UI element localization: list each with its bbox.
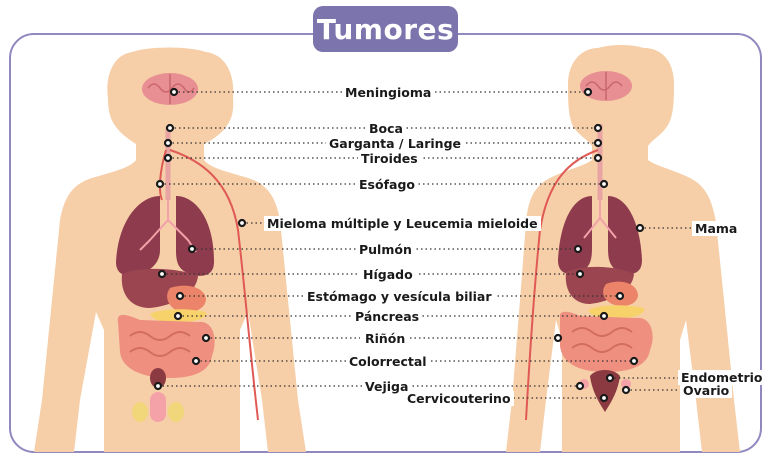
marker-endometrio (607, 375, 613, 381)
male-intestines (118, 315, 215, 378)
marker-garganta-f (595, 140, 601, 146)
label-cervicouterino: Cervicouterino (404, 391, 514, 406)
marker-colorrectal-f (631, 358, 637, 364)
marker-pulmon-m (189, 246, 195, 252)
marker-esofago-f (601, 181, 607, 187)
marker-pulmon-f (575, 246, 581, 252)
label-garganta: Garganta / Laringe (326, 136, 464, 151)
male-figure (34, 48, 306, 453)
marker-boca-m (167, 125, 173, 131)
label-ovario: Ovario (680, 383, 732, 398)
label-colorrectal: Colorrectal (346, 354, 430, 369)
marker-estomago-m (177, 293, 183, 299)
marker-mieloma-m (239, 220, 245, 226)
label-tiroides: Tiroides (358, 151, 421, 166)
marker-estomago-f (617, 293, 623, 299)
marker-tiroides-m (165, 155, 171, 161)
male-genital (150, 392, 166, 422)
male-testis-right (168, 402, 184, 422)
label-esofago: Esófago (356, 177, 418, 192)
marker-colorrectal-m (193, 358, 199, 364)
marker-higado-f (577, 271, 583, 277)
male-silhouette (34, 48, 306, 453)
label-estomago: Estómago y vesícula biliar (304, 289, 495, 304)
marker-higado-m (159, 271, 165, 277)
label-pulmon: Pulmón (356, 242, 415, 257)
label-meningioma: Meningioma (342, 85, 434, 100)
label-pancreas: Páncreas (352, 309, 422, 324)
marker-boca-f (595, 125, 601, 131)
marker-cervico (601, 395, 607, 401)
marker-rinon-m (203, 335, 209, 341)
marker-ovario (623, 387, 629, 393)
marker-vejiga-f (577, 383, 583, 389)
marker-rinon-f (555, 335, 561, 341)
marker-tiroides-f (595, 155, 601, 161)
label-mama: Mama (692, 221, 740, 236)
title-badge: Tumores (313, 6, 458, 52)
marker-esofago-m (157, 181, 163, 187)
marker-pancreas-m (175, 313, 181, 319)
marker-meningioma-f (585, 89, 591, 95)
marker-vejiga-m (155, 383, 161, 389)
marker-garganta-m (165, 140, 171, 146)
marker-mama (637, 225, 643, 231)
label-higado: Hígado (360, 267, 416, 282)
label-boca: Boca (366, 121, 406, 136)
label-rinon: Riñón (362, 331, 408, 346)
male-testis-left (132, 402, 148, 422)
female-intestines (560, 312, 653, 372)
marker-pancreas-f (601, 313, 607, 319)
marker-meningioma-m (171, 89, 177, 95)
label-mieloma: Mieloma múltiple y Leucemia mieloide (264, 216, 541, 231)
